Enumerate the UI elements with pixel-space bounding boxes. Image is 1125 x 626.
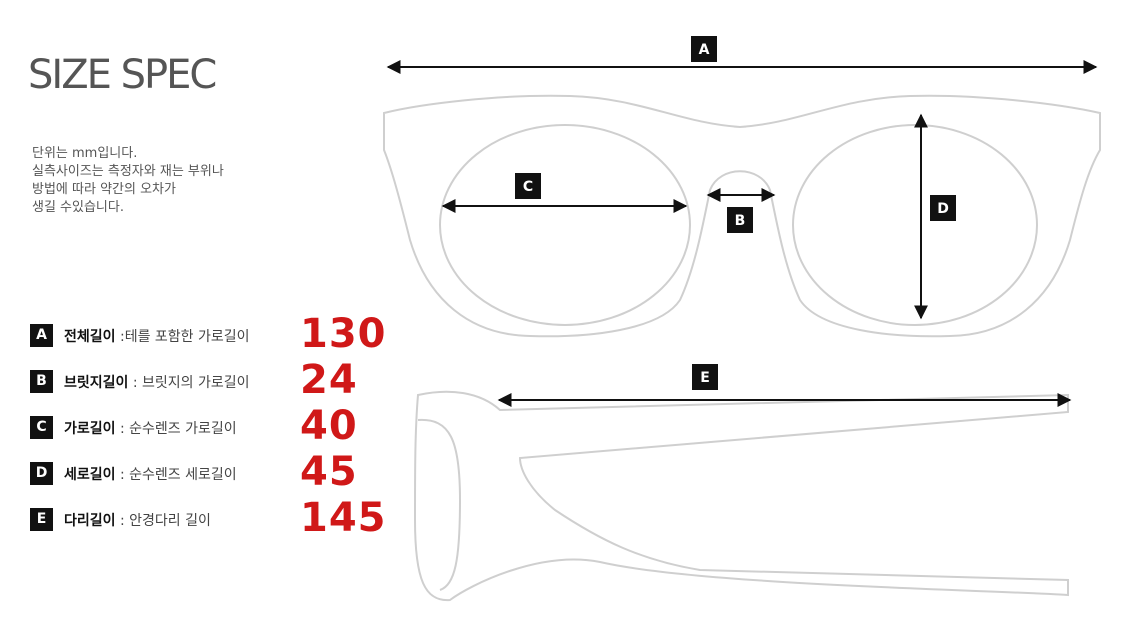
spec-description: 세로길이 : 순수렌즈 세로길이 [64,464,237,484]
spec-row-c: C 가로길이 : 순수렌즈 가로길이 40 [30,403,390,449]
note-line: 방법에 따라 약간의 오차가 [32,182,176,197]
spec-name: 브릿지길이 [64,375,129,391]
spec-desc: : 순수렌즈 세로길이 [115,467,237,483]
unit-note: 단위는 mm입니다. 실측사이즈는 측정자와 재는 부위나 방법에 따라 약간의… [32,145,224,217]
spec-value: 45 [300,449,358,495]
spec-letter-badge: C [30,416,53,439]
spec-desc: : 순수렌즈 가로길이 [115,421,237,437]
note-line: 생길 수있습니다. [32,200,124,215]
spec-value: 40 [300,403,358,449]
spec-name: 세로길이 [64,467,116,483]
spec-desc: : 브릿지의 가로길이 [128,375,250,391]
spec-value: 130 [300,311,387,357]
spec-name: 전체길이 [64,329,116,345]
spec-letter-badge: E [30,508,53,531]
label-d-text: D [937,201,949,217]
temple-outline [413,390,1069,602]
spec-value: 24 [300,357,358,403]
note-line: 실측사이즈는 측정자와 재는 부위나 [32,164,224,179]
label-a: A [691,36,717,62]
spec-row-a: A 전체길이 :테를 포함한 가로길이 130 [30,311,390,357]
page-title: SIZE SPEC [28,52,217,98]
spec-description: 전체길이 :테를 포함한 가로길이 [64,326,250,346]
label-a-text: A [699,42,710,58]
spec-row-b: B 브릿지길이 : 브릿지의 가로길이 24 [30,357,390,403]
note-line: 단위는 mm입니다. [32,146,138,161]
label-e-text: E [700,370,710,386]
spec-name: 가로길이 [64,421,116,437]
label-c: C [515,173,541,199]
spec-desc: :테를 포함한 가로길이 [115,329,250,345]
spec-description: 다리길이 : 안경다리 길이 [64,510,211,530]
label-e: E [692,364,718,390]
right-lens [792,124,1038,326]
spec-description: 브릿지길이 : 브릿지의 가로길이 [64,372,250,392]
spec-name: 다리길이 [64,513,116,529]
label-b-text: B [735,213,746,229]
temple-front-cap [417,418,462,591]
label-c-text: C [523,179,533,195]
label-d: D [930,195,956,221]
spec-description: 가로길이 : 순수렌즈 가로길이 [64,418,237,438]
spec-letter-badge: D [30,462,53,485]
spec-value: 145 [300,495,387,541]
label-b: B [727,207,753,233]
spec-desc: : 안경다리 길이 [115,513,211,529]
spec-letter-badge: B [30,370,53,393]
left-lens [439,124,691,326]
spec-letter-badge: A [30,324,53,347]
front-frame-outline [383,94,1101,338]
spec-row-e: E 다리길이 : 안경다리 길이 145 [30,495,390,541]
spec-row-d: D 세로길이 : 순수렌즈 세로길이 45 [30,449,390,495]
